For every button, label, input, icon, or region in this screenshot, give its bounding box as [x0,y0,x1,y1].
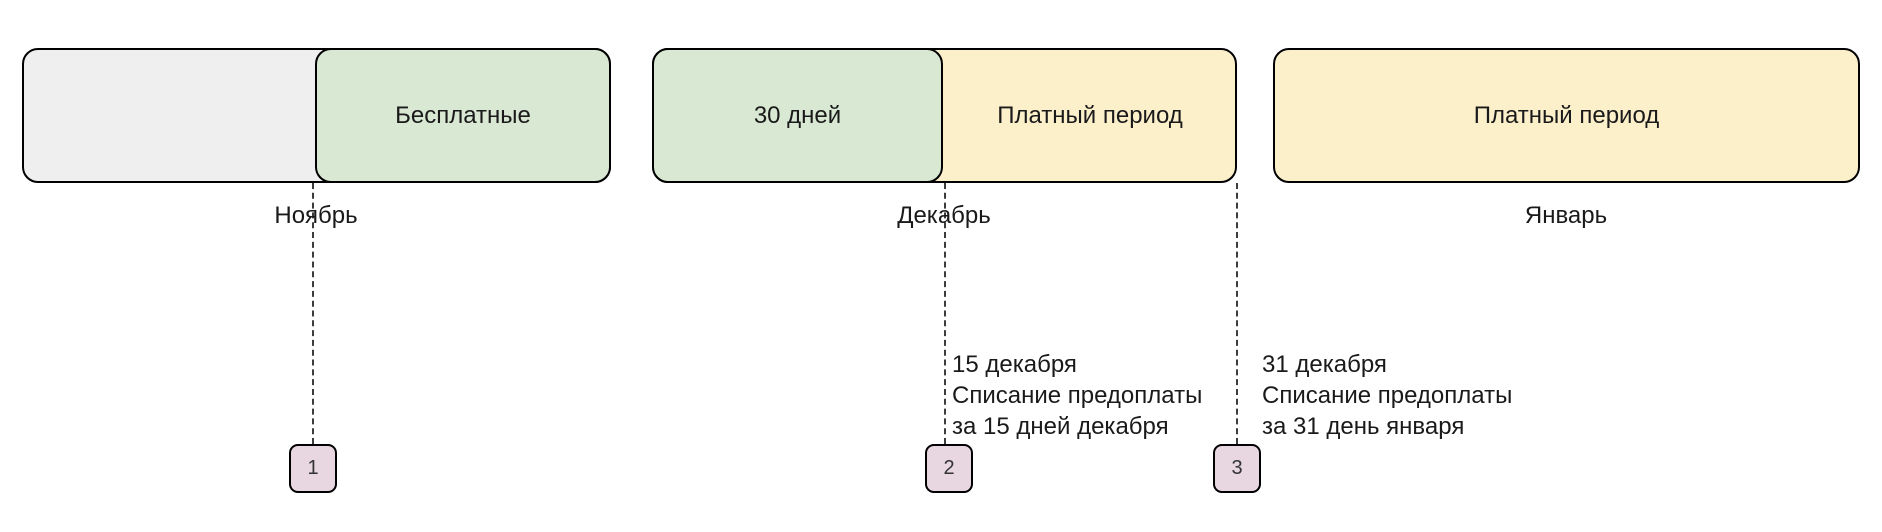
event-marker-1: 1 [289,444,337,493]
event-marker-2-number: 2 [943,457,955,479]
event-marker-3-number: 3 [1231,457,1243,479]
annotation-event-2-date: 15 декабря [952,351,1077,378]
30days-segment-label: 30 дней [753,101,842,129]
dashed-line-event-3 [1236,183,1238,444]
event-marker-1-number: 1 [307,457,319,479]
event-marker-2: 2 [925,444,973,493]
december-block-30days-segment: 30 дней [652,48,943,183]
dashed-line-event-1 [312,183,314,444]
event-marker-3: 3 [1213,444,1261,493]
annotation-event-2-text1: Списание предоплаты [952,382,1203,409]
annotation-event-3-text1: Списание предоплаты [1262,382,1513,409]
annotation-event-3-date: 31 декабря [1262,351,1387,378]
month-label-december: Декабрь [897,202,991,229]
january-paid-period-label: Платный период [1473,101,1660,129]
free-segment-label: Бесплатные [395,101,531,129]
annotation-event-2: 15 декабря Списание предоплаты за 15 дне… [952,349,1202,442]
month-label-january: Январь [1524,202,1608,229]
december-paid-period-label: Платный период [997,101,1183,129]
dashed-line-event-2 [944,183,946,444]
annotation-event-3-text2: за 31 день января [1262,413,1465,440]
january-block-paid-segment: Платный период [1273,48,1860,183]
month-label-november: Ноябрь [274,202,358,229]
november-block-free-segment: Бесплатные [315,48,611,183]
annotation-event-2-text2: за 15 дней декабря [952,413,1169,440]
annotation-event-3: 31 декабря Списание предоплаты за 31 ден… [1262,349,1512,442]
